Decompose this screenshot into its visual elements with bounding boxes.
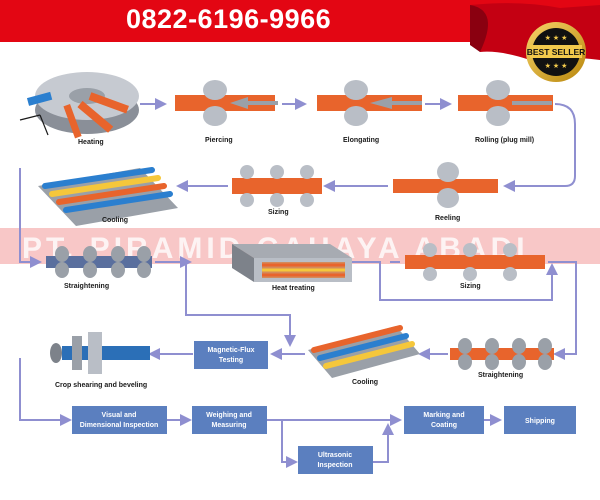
svg-text:Visual and: Visual and <box>102 412 137 419</box>
straightening-1-illustration <box>46 246 152 278</box>
label-cooling-2: Cooling <box>352 379 378 386</box>
label-straightening-1: Straightening <box>64 283 109 290</box>
label-cooling-1: Cooling <box>102 217 128 224</box>
heat-treating-illustration <box>232 244 352 282</box>
reeling-illustration <box>393 162 498 208</box>
label-reeling: Reeling <box>435 215 460 222</box>
marking-coating-box: Marking and Coating <box>404 406 484 434</box>
svg-text:Weighing and: Weighing and <box>206 412 252 419</box>
badge-text: BEST SELLER <box>527 47 586 57</box>
sizing-1-illustration <box>232 165 322 207</box>
label-elongating: Elongating <box>343 137 379 144</box>
weighing-measuring-box: Weighing and Measuring <box>192 406 267 434</box>
shipping-box: Shipping <box>504 406 576 434</box>
svg-text:Coating: Coating <box>431 422 457 429</box>
label-sizing-2: Sizing <box>460 283 481 290</box>
svg-text:Testing: Testing <box>219 357 243 364</box>
svg-text:Inspection: Inspection <box>317 462 352 469</box>
visual-inspection-box: Visual and Dimensional Inspection <box>72 406 167 434</box>
magnetic-flux-testing-box: Magnetic-Flux Testing <box>194 341 268 369</box>
svg-text:Marking and: Marking and <box>423 412 464 419</box>
cooling-1-illustration <box>38 167 178 226</box>
ultrasonic-inspection-box: Ultrasonic Inspection <box>298 446 373 474</box>
label-sizing-1: Sizing <box>268 209 289 216</box>
rolling-illustration <box>458 80 553 126</box>
straightening-2-illustration <box>450 338 554 370</box>
crop-shearing-illustration <box>50 332 150 374</box>
piercing-illustration <box>175 80 278 126</box>
elongating-illustration <box>317 80 422 126</box>
svg-text:Magnetic-Flux: Magnetic-Flux <box>207 347 254 354</box>
label-heating: Heating <box>78 139 104 146</box>
label-straightening-2: Straightening <box>478 372 523 379</box>
svg-text:Ultrasonic: Ultrasonic <box>318 452 352 459</box>
sizing-2-illustration <box>405 243 545 281</box>
label-crop-shearing: Crop shearing and beveling <box>55 382 147 389</box>
label-heat-treating: Heat treating <box>272 285 315 292</box>
flow-lines <box>19 98 577 468</box>
svg-text:Shipping: Shipping <box>525 418 555 425</box>
svg-text:★ ★ ★: ★ ★ ★ <box>545 34 568 42</box>
svg-text:★ ★ ★: ★ ★ ★ <box>545 62 568 70</box>
cooling-2-illustration <box>308 325 420 378</box>
heating-illustration <box>19 72 139 139</box>
phone-number[interactable]: 0822-6196-9966 <box>126 4 332 34</box>
label-rolling: Rolling (plug mill) <box>475 137 534 144</box>
best-seller-badge: BEST SELLER ★ ★ ★ ★ ★ ★ <box>526 22 586 82</box>
svg-text:Dimensional Inspection: Dimensional Inspection <box>80 422 159 429</box>
svg-text:Measuring: Measuring <box>211 422 246 429</box>
label-piercing: Piercing <box>205 137 233 144</box>
